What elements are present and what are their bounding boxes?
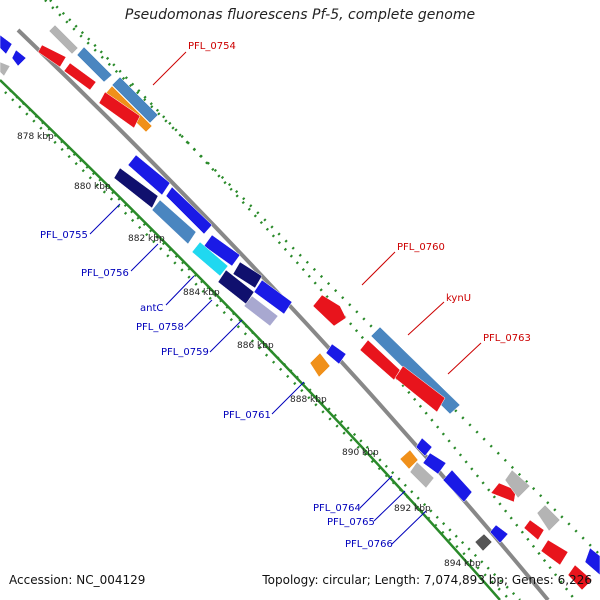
tick-label: 886 kbp [237, 341, 274, 351]
map-title: Pseudomonas fluorescens Pf-5, complete g… [124, 7, 476, 23]
gene-label[interactable]: PFL_0760 [397, 242, 445, 253]
tick-label: 888 kbp [290, 395, 327, 405]
gene-feature [111, 76, 159, 124]
tick-label: 878 kbp [17, 132, 54, 142]
reverse-strand-features [0, 34, 509, 552]
reverse-gene-labels[interactable]: PFL_0755 PFL_0756 antC PFL_0758 PFL_0759… [40, 230, 393, 550]
gene-label[interactable]: kynU [446, 293, 471, 304]
gene-label[interactable]: antC [140, 303, 163, 314]
label-leader-lines [89, 51, 482, 545]
tick-label: 892 kbp [394, 504, 431, 514]
tick-label: 884 kbp [183, 288, 220, 298]
gene-feature [127, 154, 171, 196]
gene-label[interactable]: PFL_0758 [136, 322, 184, 333]
gene-feature [309, 352, 331, 378]
gene-feature [37, 44, 67, 68]
gene-feature [536, 504, 561, 532]
gene-feature [48, 24, 79, 55]
gene-feature [394, 365, 446, 413]
gene-feature [474, 533, 493, 552]
forward-gene-labels[interactable]: PFL_0754 PFL_0760 kynU PFL_0763 [188, 41, 531, 344]
genome-summary-text: Topology: circular; Length: 7,074,893 bp… [262, 573, 592, 587]
outer-dotted-ring [49, 0, 576, 600]
inner-dotted-ring [0, 79, 501, 600]
gene-feature [203, 234, 241, 267]
gene-feature [63, 62, 97, 91]
gene-feature [359, 339, 401, 381]
gene-feature [312, 294, 347, 327]
gene-feature [540, 539, 569, 566]
gene-feature [0, 34, 13, 55]
guide-dotted-lines-2 [4, 0, 600, 600]
gene-label[interactable]: PFL_0766 [345, 539, 393, 550]
gene-feature [98, 91, 141, 129]
gene-feature [489, 524, 509, 544]
gene-label[interactable]: PFL_0759 [161, 347, 209, 358]
gene-label[interactable]: PFL_0755 [40, 230, 88, 241]
gene-label[interactable]: PFL_0756 [81, 268, 129, 279]
gene-label[interactable]: PFL_0765 [327, 517, 375, 528]
tick-label: 890 kbp [342, 448, 379, 458]
guide-dotted-lines [0, 0, 576, 600]
gene-feature [442, 469, 473, 503]
tick-label: 894 kbp [444, 559, 481, 569]
gene-feature [76, 46, 113, 83]
gene-feature [409, 461, 435, 489]
gene-label[interactable]: PFL_0761 [223, 410, 271, 421]
forward-strand-features [37, 24, 600, 591]
gene-label[interactable]: PFL_0763 [483, 333, 531, 344]
gene-label[interactable]: PFL_0754 [188, 41, 236, 52]
gene-label[interactable]: PFL_0764 [313, 503, 361, 514]
gene-feature [113, 167, 159, 209]
genome-backbone [16, 28, 550, 600]
gene-feature [243, 295, 279, 327]
gene-feature [191, 241, 229, 277]
accession-text: Accession: NC_004129 [9, 573, 146, 587]
gene-feature [232, 261, 263, 289]
tick-label: 882 kbp [128, 234, 165, 244]
tick-label: 880 kbp [74, 182, 111, 192]
gene-feature [399, 449, 419, 470]
gene-feature [11, 49, 27, 67]
gene-feature [415, 437, 433, 457]
gene-feature [151, 199, 197, 245]
scale-ticks: 878 kbp 880 kbp 882 kbp 884 kbp 886 kbp … [17, 132, 481, 569]
gene-feature [253, 279, 293, 315]
gene-feature [165, 186, 213, 235]
gene-feature [504, 469, 531, 499]
gene-feature [0, 61, 11, 77]
gene-feature [523, 519, 545, 541]
gene-feature [584, 547, 600, 576]
gene-feature [422, 452, 447, 475]
gene-feature [325, 343, 347, 365]
gene-feature [567, 564, 593, 591]
